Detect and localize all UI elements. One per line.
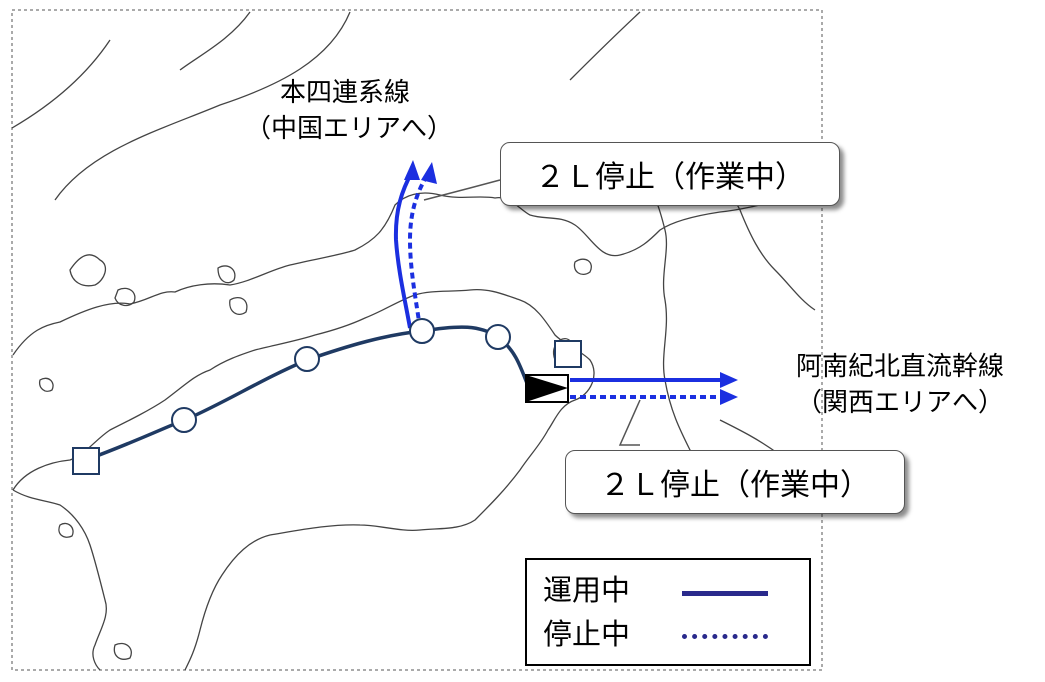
legend-stopped-swatch [682, 634, 768, 639]
map-frame [11, 9, 823, 671]
chugoku-coast [12, 184, 823, 356]
legend: 運用中 停止中 [525, 558, 811, 666]
converter-station-square [554, 340, 582, 368]
legend-operating-label: 運用中 [543, 573, 631, 607]
anan-line-label: 阿南紀北直流幹線 [795, 352, 1004, 382]
legend-stopped-label: 停止中 [543, 617, 631, 651]
anan-line-stopped-arrowhead [720, 389, 738, 405]
legend-operating-swatch [682, 591, 768, 596]
honshi-line-stopped-arrowhead [421, 162, 437, 184]
substation-nodes [171, 318, 511, 433]
honshi-line-operating [393, 171, 414, 329]
anan-line-operating-arrowhead [720, 372, 738, 388]
substation-node [294, 346, 320, 372]
bottom-stop-callout: ２Ｌ停止（作業中） [565, 450, 905, 514]
top-stop-callout: ２Ｌ停止（作業中） [500, 142, 840, 206]
shikoku-west-coast [12, 489, 107, 671]
substation-node [485, 324, 511, 350]
bottom-callout-pointer [618, 399, 641, 446]
anan-area-label: （関西エリアへ） [795, 388, 1004, 418]
honshu-northwest-coast [11, 11, 641, 201]
honshi-area-label: （中国エリアへ） [245, 114, 454, 144]
substation-node [409, 318, 435, 344]
shikoku-coast [12, 289, 595, 671]
seto-islands-north [69, 254, 592, 307]
kii-peninsula-coast [599, 176, 823, 496]
substation-node [171, 407, 197, 433]
honshi-line-stopped [407, 172, 430, 329]
converter-station-symbol [525, 374, 569, 403]
west-terminal-square [72, 447, 100, 475]
honshi-line-label: 本四連系線 [279, 78, 410, 108]
honshi-line-operating-arrowhead [404, 160, 420, 180]
top-callout-pointer [423, 179, 501, 201]
small-islands [39, 297, 248, 660]
